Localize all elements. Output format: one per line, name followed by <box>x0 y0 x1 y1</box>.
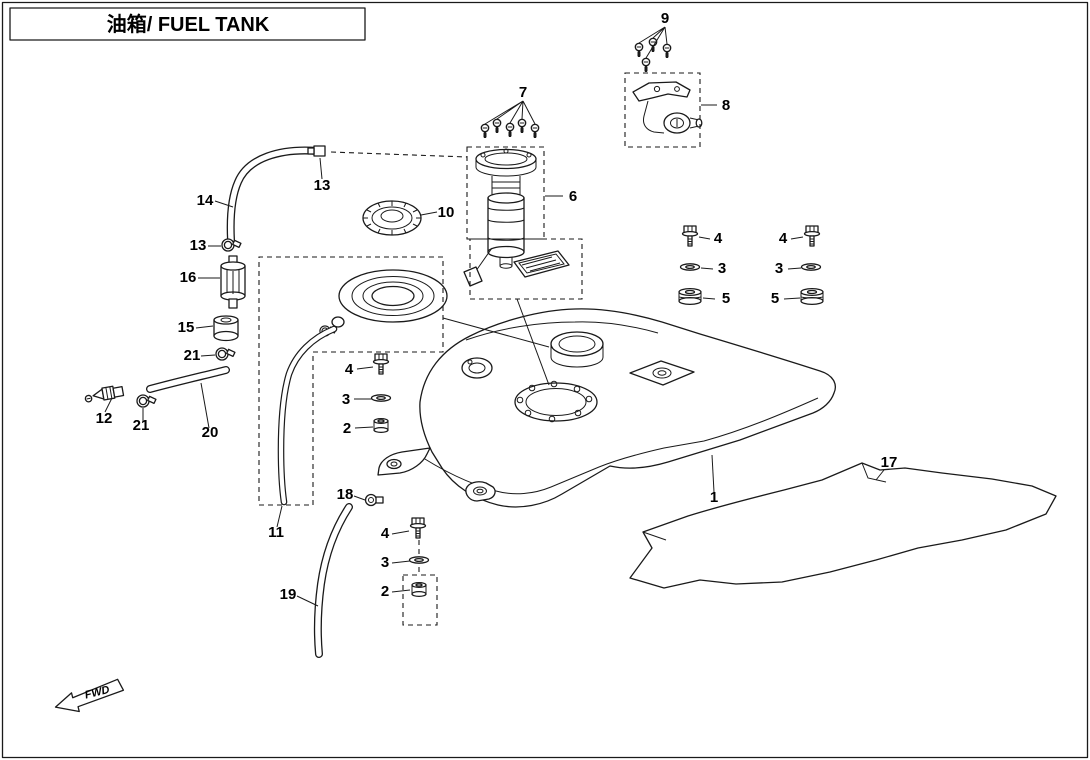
bolt-stack-right-a <box>678 225 702 306</box>
part-clamp-21-lower <box>136 394 157 408</box>
part-hose-clamp-13 <box>221 238 242 252</box>
assembly-boxes <box>258 72 701 506</box>
part-heat-shield <box>629 462 1057 589</box>
assembly-box-11 <box>258 256 444 506</box>
callout-13a: 13 <box>314 177 331 194</box>
callout-3b: 3 <box>381 554 389 571</box>
filler-neck <box>550 331 604 368</box>
part-fuel-valve-12 <box>84 385 125 403</box>
part-fitting-13-top <box>307 145 326 157</box>
page-title: 油箱/ FUEL TANK <box>107 12 270 36</box>
callout-1: 1 <box>710 489 718 506</box>
fwd-arrow: FWD <box>54 678 125 713</box>
bolt-4 <box>409 517 427 539</box>
sender-cover <box>461 357 493 379</box>
callout-17: 17 <box>881 454 898 471</box>
part-fuel-pump-assembly <box>463 148 570 287</box>
callout-3c: 3 <box>718 260 726 277</box>
callout-13b: 13 <box>190 237 207 254</box>
spacer-2 <box>373 417 389 434</box>
washer-3 <box>800 263 822 271</box>
washer-3 <box>370 394 392 402</box>
bolt-4 <box>372 353 390 375</box>
callout-6: 6 <box>569 188 577 205</box>
callout-2a: 2 <box>343 420 351 437</box>
leader-lines <box>104 26 885 607</box>
part-fuel-cap <box>362 200 422 236</box>
callout-8: 8 <box>722 97 730 114</box>
relation-lines <box>442 298 550 386</box>
callout-19: 19 <box>280 586 297 603</box>
part-mount-bracket <box>632 81 703 134</box>
title-box <box>9 7 366 41</box>
callout-18: 18 <box>337 486 354 503</box>
bolt-stack-right-b <box>800 225 824 306</box>
part-grommet-18 <box>364 493 384 507</box>
assembly-box-8 <box>624 72 701 148</box>
bolt-4 <box>803 225 821 247</box>
callout-4c: 4 <box>714 230 723 247</box>
callout-4b: 4 <box>381 525 390 542</box>
callout-21b: 21 <box>133 417 150 434</box>
title-block: 油箱/ FUEL TANK <box>9 7 366 41</box>
callout-20: 20 <box>202 424 219 441</box>
washer-3 <box>679 263 701 271</box>
assembly-box-6-lower <box>469 238 583 300</box>
callout-3d: 3 <box>775 260 783 277</box>
assembly-box-6-upper <box>466 146 545 240</box>
callout-5a: 5 <box>722 290 730 307</box>
part-fuel-hose-20 <box>146 366 230 393</box>
right-flange-plate <box>629 360 695 386</box>
callout-9: 9 <box>661 10 669 27</box>
part-filler-ring-assembly <box>277 269 448 506</box>
part-bushing-15 <box>213 315 239 342</box>
spacer-2 <box>411 581 427 598</box>
grommet-5 <box>678 287 702 306</box>
callout-12: 12 <box>96 410 113 427</box>
fwd-label: FWD <box>84 684 111 702</box>
callout-7: 7 <box>519 84 527 101</box>
part-overflow-hose-19 <box>313 503 353 658</box>
pump-mount-ring <box>514 380 598 423</box>
bolt-4 <box>681 225 699 247</box>
callout-15: 15 <box>178 319 195 336</box>
callout-4a: 4 <box>345 361 354 378</box>
callout-3a: 3 <box>342 391 350 408</box>
bolt-stack-top-left <box>370 353 392 434</box>
callout-10: 10 <box>438 204 455 221</box>
part-vent-hose-14 <box>226 146 322 244</box>
part-bracket-screws <box>634 37 672 74</box>
washer-3 <box>408 556 430 564</box>
callout-16: 16 <box>180 269 197 286</box>
callout-4d: 4 <box>779 230 788 247</box>
bolt-stack-bottom <box>402 517 438 626</box>
callout-2b: 2 <box>381 583 389 600</box>
callout-5b: 5 <box>771 290 779 307</box>
callout-11: 11 <box>268 524 284 541</box>
callout-labels: 1 2 2 3 3 3 3 4 4 4 4 5 5 6 7 8 9 10 11 … <box>96 10 898 603</box>
part-clamp-21-upper <box>215 347 236 361</box>
grommet-5 <box>800 287 824 306</box>
part-fuel-tank <box>377 308 836 508</box>
callout-21a: 21 <box>184 347 201 364</box>
callout-14: 14 <box>197 192 214 209</box>
part-fuel-filter-16 <box>220 255 246 309</box>
dashed-leader-13-to-6 <box>330 151 468 158</box>
